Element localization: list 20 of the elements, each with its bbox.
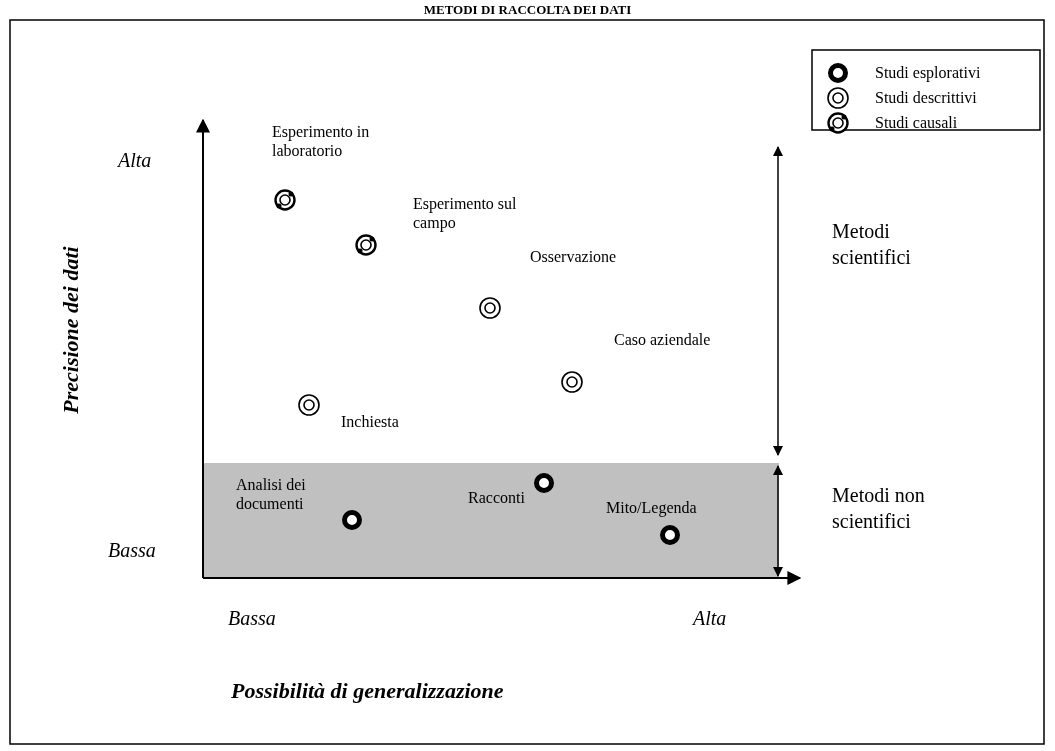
point-label: Esperimento in laboratorio bbox=[272, 122, 371, 160]
legend-label: Studi esplorativi bbox=[875, 63, 981, 82]
point-label: Osservazione bbox=[530, 247, 617, 266]
axis-tick-label: Bassa bbox=[228, 606, 276, 630]
axis-tick-label: Alta bbox=[118, 148, 152, 172]
point-label: Analisi dei documenti bbox=[236, 475, 307, 513]
point-label: Esperimento sul campo bbox=[413, 194, 518, 232]
range-label: Metodi non scientifici bbox=[832, 483, 926, 534]
axis-title: Precisione dei dati bbox=[57, 246, 84, 414]
point-label: Inchiesta bbox=[341, 412, 399, 431]
axis-tick-label: Bassa bbox=[108, 538, 156, 562]
chart-title: METODI DI RACCOLTA DEI DATI bbox=[422, 2, 633, 17]
range-label: Metodi scientifici bbox=[832, 219, 912, 270]
point-label: Mito/Legenda bbox=[606, 498, 697, 517]
legend-label: Studi descrittivi bbox=[875, 88, 977, 107]
legend-label: Studi causali bbox=[875, 113, 958, 132]
axis-tick-label: Alta bbox=[693, 606, 727, 630]
point-label: Racconti bbox=[468, 488, 525, 507]
point-label: Caso aziendale bbox=[614, 330, 711, 349]
axis-title: Possibilità di generalizzazione bbox=[231, 678, 504, 704]
